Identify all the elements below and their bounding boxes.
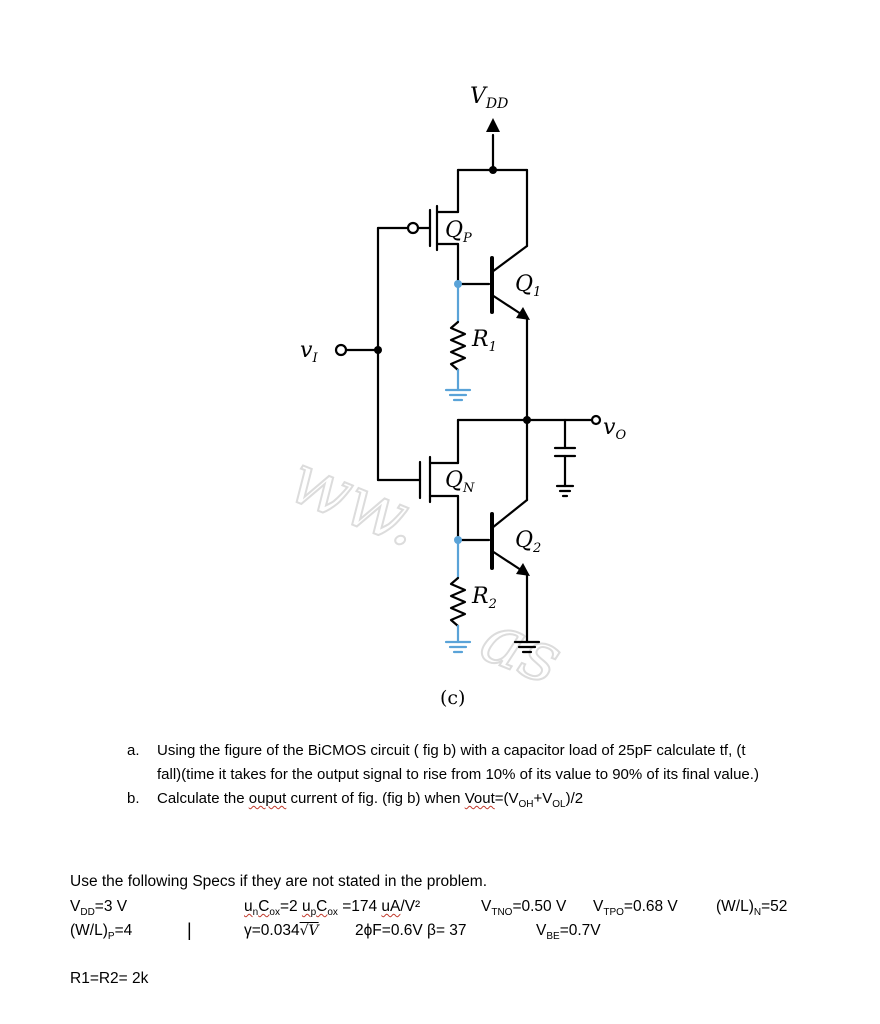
question-a-line-2: fall)(time it takes for the output signa…	[157, 766, 759, 783]
resistor-r2	[444, 538, 472, 654]
figure-label: (c)	[440, 687, 465, 709]
text-cursor: |	[187, 920, 192, 940]
junction-dots	[374, 166, 531, 424]
q1-label: Q1	[515, 272, 541, 300]
vdd-label: VDD	[470, 84, 508, 112]
spec-vtpo: VTPO=0.68 V	[593, 898, 678, 919]
question-b-marker: b.	[127, 790, 140, 807]
spec-wl-n: (W/L)N=52	[716, 898, 788, 919]
svg-text:ww.: ww.	[279, 437, 434, 563]
bjt-q2	[456, 494, 541, 654]
qp-label: QP	[445, 218, 472, 246]
spec-wl-p: (W/L)P=4	[70, 922, 133, 943]
vo-label: vO	[603, 415, 626, 443]
resistor-node-dots	[454, 280, 462, 544]
spec-phi-beta: 2ϕF=0.6V β= 37	[355, 922, 467, 939]
question-b-text: Calculate the ouput current of fig. (fig…	[157, 790, 584, 810]
r1-label: R1	[471, 327, 497, 355]
bjt-q1	[490, 240, 530, 422]
spec-kn-kp: unCox=2 upCox =174 uA/V²	[244, 898, 421, 919]
spec-vbe: VBE=0.7V	[536, 922, 601, 943]
q2-label: Q2	[515, 528, 541, 556]
spec-gamma: γ=0.034√V	[244, 922, 319, 939]
specs-intro: Use the following Specs if they are not …	[70, 873, 488, 890]
output-node	[456, 414, 602, 498]
input-wire	[334, 226, 380, 482]
pmos-qp	[376, 204, 460, 252]
vi-label: vI	[300, 338, 318, 366]
spec-resistors: R1=R2= 2k	[70, 970, 149, 987]
question-a-line-1: Using the figure of the BiCMOS circuit (…	[157, 742, 746, 759]
question-a-marker: a.	[127, 742, 140, 759]
spec-vdd: VDD=3 V	[70, 898, 128, 919]
vdd-rail	[456, 118, 529, 244]
watermark: ww. as	[278, 436, 575, 702]
r2-label: R2	[471, 584, 497, 612]
qn-label: QN	[445, 468, 475, 496]
spec-vtno: VTNO=0.50 V	[481, 898, 567, 919]
svg-text:as: as	[471, 596, 574, 701]
bicmos-circuit-diagram: ww. as	[278, 84, 627, 709]
nmos-qn	[376, 455, 460, 542]
resistor-r1	[444, 282, 472, 402]
